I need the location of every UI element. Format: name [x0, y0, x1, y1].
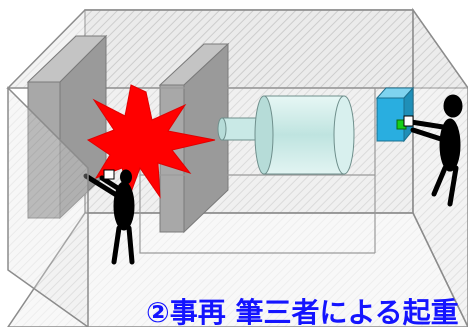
caption-text: ②事再 筆三者による起重 — [146, 296, 459, 329]
person-figure-right — [403, 94, 463, 207]
front-door-panel — [7, 86, 89, 327]
burst-icon — [86, 84, 216, 199]
person-figure-left — [83, 169, 135, 265]
cylinder-body — [263, 95, 345, 175]
enclosure-right-panel — [412, 7, 468, 327]
switch-box — [375, 86, 415, 143]
cylinder-actuator — [217, 95, 355, 175]
